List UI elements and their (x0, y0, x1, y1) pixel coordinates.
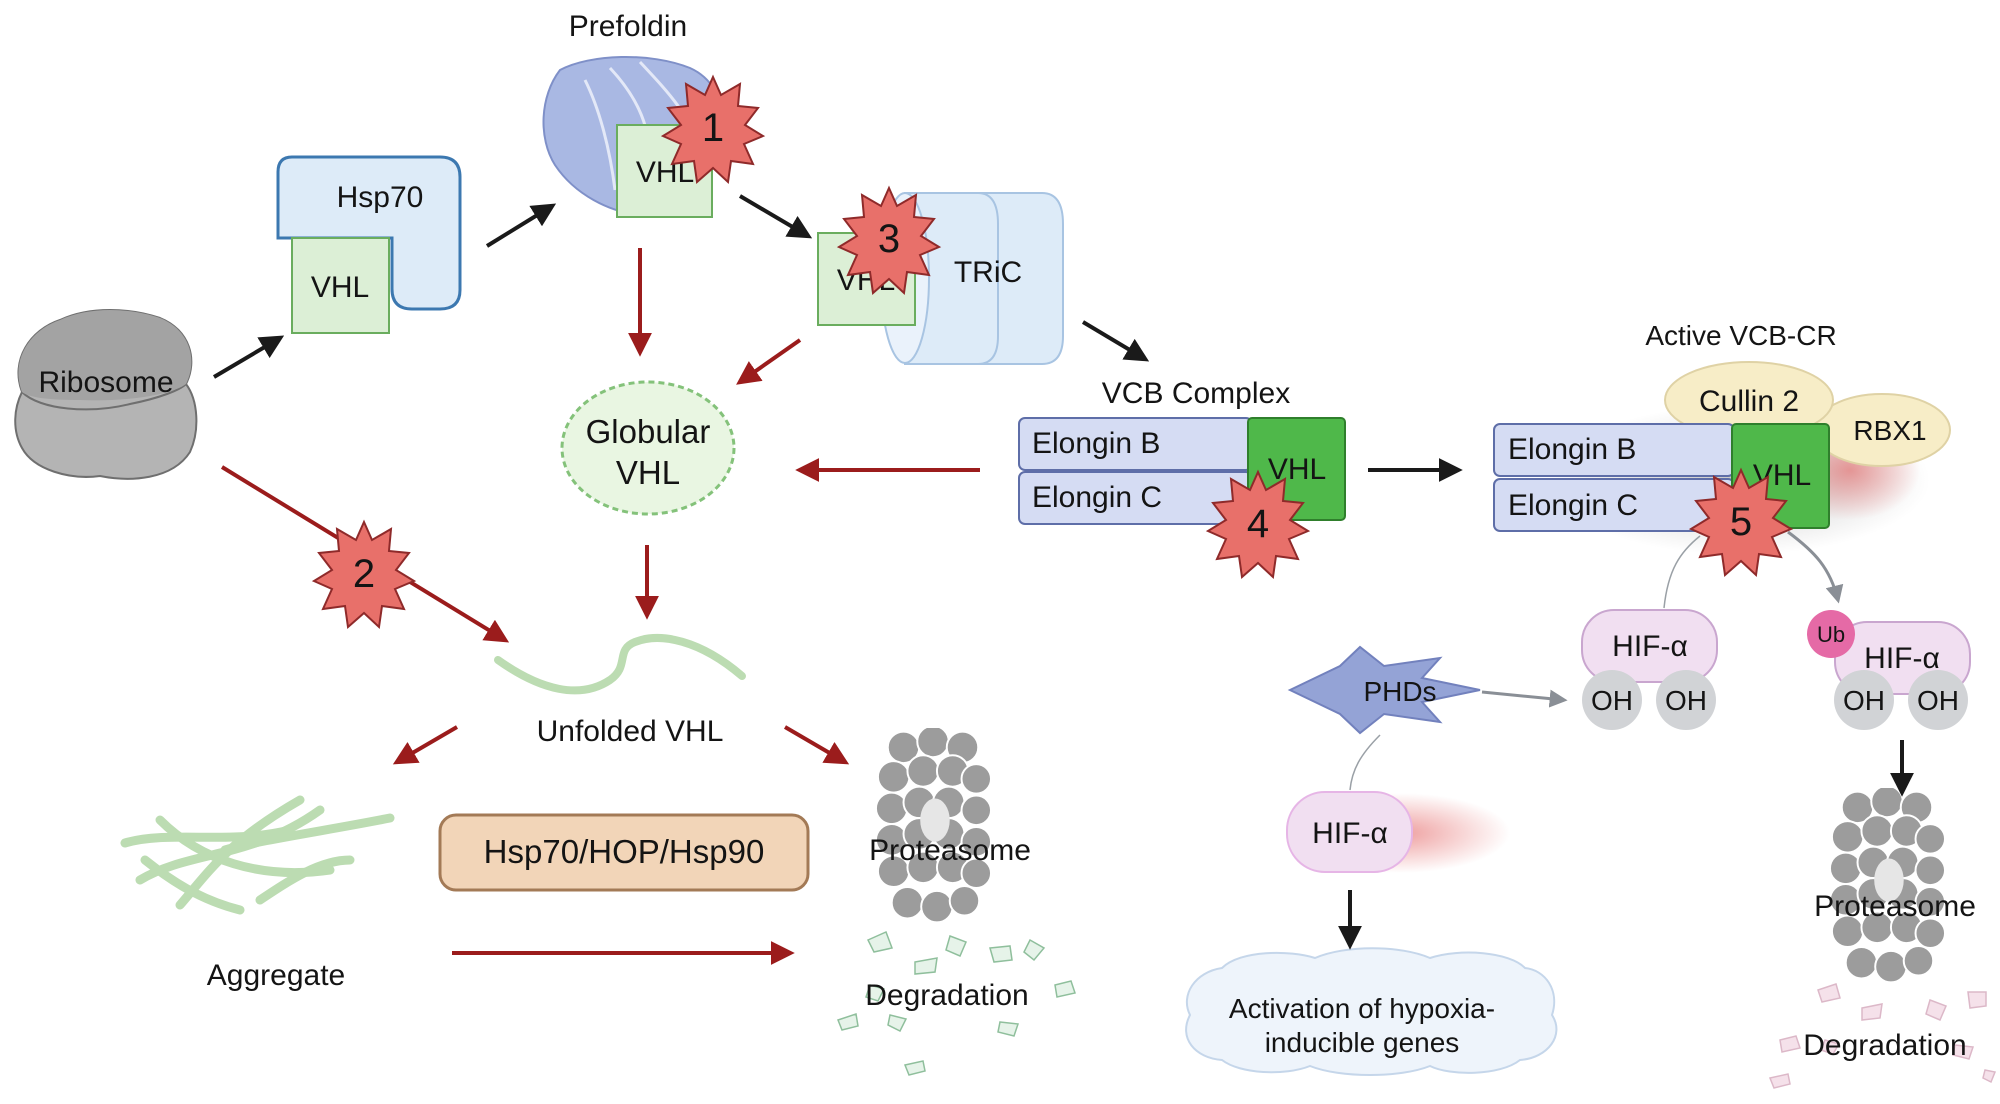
hsp70-hop-hsp90-label: Hsp70/HOP/Hsp90 (484, 833, 765, 870)
globular-vhl: Globular VHL (560, 380, 736, 516)
left-degradation-label: Degradation (865, 979, 1028, 1012)
cullin2-label: Cullin 2 (1699, 385, 1799, 418)
oh-circle-4 (1908, 670, 1968, 730)
arrow-unfolded-to-proteasome (783, 725, 850, 765)
badge-3: 3 (836, 185, 942, 296)
right-degradation-label: Degradation (1803, 1029, 1966, 1062)
vcb-elongin-c-label: Elongin C (1032, 481, 1162, 514)
ub-circle (1807, 610, 1855, 658)
active-vcb-cr: Active VCB-CR RBX1 Cullin 2 Elongin B El… (1493, 320, 1951, 555)
arrow-unfolded-to-aggregate (392, 725, 459, 765)
gray-arrows (1481, 530, 1844, 708)
badge-1: 1 (660, 74, 766, 185)
activation-cloud: Activation of hypoxia- inducible genes (1185, 947, 1558, 1076)
oh-label-3: OH (1843, 685, 1885, 716)
black-arrows (212, 194, 1914, 950)
ribosome: Ribosome (14, 309, 198, 480)
hsp70-label: Hsp70 (337, 181, 424, 214)
active-vcb-cr-label: Active VCB-CR (1645, 320, 1836, 351)
hif-alpha-ubiquitinated: HIF-α OH OH Ub (1807, 610, 1971, 730)
active-elongin-c-label: Elongin C (1508, 489, 1638, 522)
arrow-tric-to-globular (736, 338, 802, 385)
phds-star: PHDs (1287, 645, 1481, 735)
hif-alpha-center: HIF-α (1286, 791, 1510, 873)
oh-circle-2 (1656, 670, 1716, 730)
vcb-vhl-label: VHL (1268, 453, 1326, 486)
vcb-elongin-b-label: Elongin B (1032, 427, 1160, 460)
oh-label-1: OH (1591, 685, 1633, 716)
badge-2: 2 (311, 519, 417, 630)
left-degradation-fragments (837, 930, 1076, 1076)
arrow-prefoldin-to-tric (738, 194, 813, 239)
unfolded-vhl-label: Unfolded VHL (537, 715, 724, 748)
badge-4: 4 (1205, 469, 1311, 580)
aggregate: Aggregate (120, 795, 395, 992)
arrow-ribosome-to-hsp70 (212, 335, 285, 379)
left-proteasome-label: Proteasome (869, 834, 1031, 867)
unfolded-vhl: Unfolded VHL (494, 634, 746, 748)
rbx1-label: RBX1 (1853, 415, 1926, 446)
prefoldin-complex: Prefoldin VHL (542, 10, 724, 218)
arrow-tric-to-vcb (1081, 320, 1150, 362)
badge-5-label: 5 (1730, 500, 1752, 544)
activation-label-1: Activation of hypoxia- (1229, 993, 1495, 1024)
oh-label-4: OH (1917, 685, 1959, 716)
hsp70-complex: Hsp70 VHL (276, 155, 462, 334)
oh-circle-3 (1834, 670, 1894, 730)
ribosome-label: Ribosome (38, 366, 173, 399)
globular-vhl-label-1: Globular (586, 413, 711, 450)
arrow-hsp70-to-prefoldin (485, 203, 557, 248)
phds-label: PHDs (1363, 676, 1436, 707)
right-proteasome: Proteasome (1814, 788, 1976, 984)
activation-label-2: inducible genes (1265, 1027, 1460, 1058)
ub-label: Ub (1817, 622, 1845, 647)
left-proteasome: Proteasome (869, 728, 1031, 924)
badge-5: 5 (1688, 467, 1794, 578)
hsp70-vhl-label: VHL (311, 271, 369, 304)
badge-1-label: 1 (702, 106, 724, 150)
badge-2-label: 2 (353, 552, 375, 596)
hif-alpha-ub-label: HIF-α (1864, 642, 1940, 675)
thin-connectors (1349, 535, 1701, 791)
oh-label-2: OH (1665, 685, 1707, 716)
badge-4-label: 4 (1247, 502, 1269, 546)
hsp70-hop-hsp90: Hsp70/HOP/Hsp90 (438, 813, 810, 892)
right-degradation-fragments (1768, 983, 1997, 1089)
hif-alpha-hydroxylated-label: HIF-α (1612, 630, 1688, 663)
hif-alpha-center-label: HIF-α (1312, 817, 1388, 850)
arrow-vhl-to-hif-ub (1787, 530, 1844, 604)
globular-vhl-label-2: VHL (616, 454, 680, 491)
prefoldin-label: Prefoldin (569, 10, 687, 43)
hif-alpha-hydroxylated: HIF-α OH OH (1581, 609, 1718, 730)
oh-circle-1 (1582, 670, 1642, 730)
aggregate-label: Aggregate (207, 959, 345, 992)
arrow-phds-to-hif-oh (1481, 689, 1568, 708)
tric-label: TRiC (954, 256, 1022, 289)
right-proteasome-label: Proteasome (1814, 890, 1976, 923)
vcb-complex-label: VCB Complex (1102, 377, 1290, 410)
badge-3-label: 3 (878, 217, 900, 261)
hsp70-vhl-box (291, 237, 390, 334)
active-elongin-b-label: Elongin B (1508, 433, 1636, 466)
